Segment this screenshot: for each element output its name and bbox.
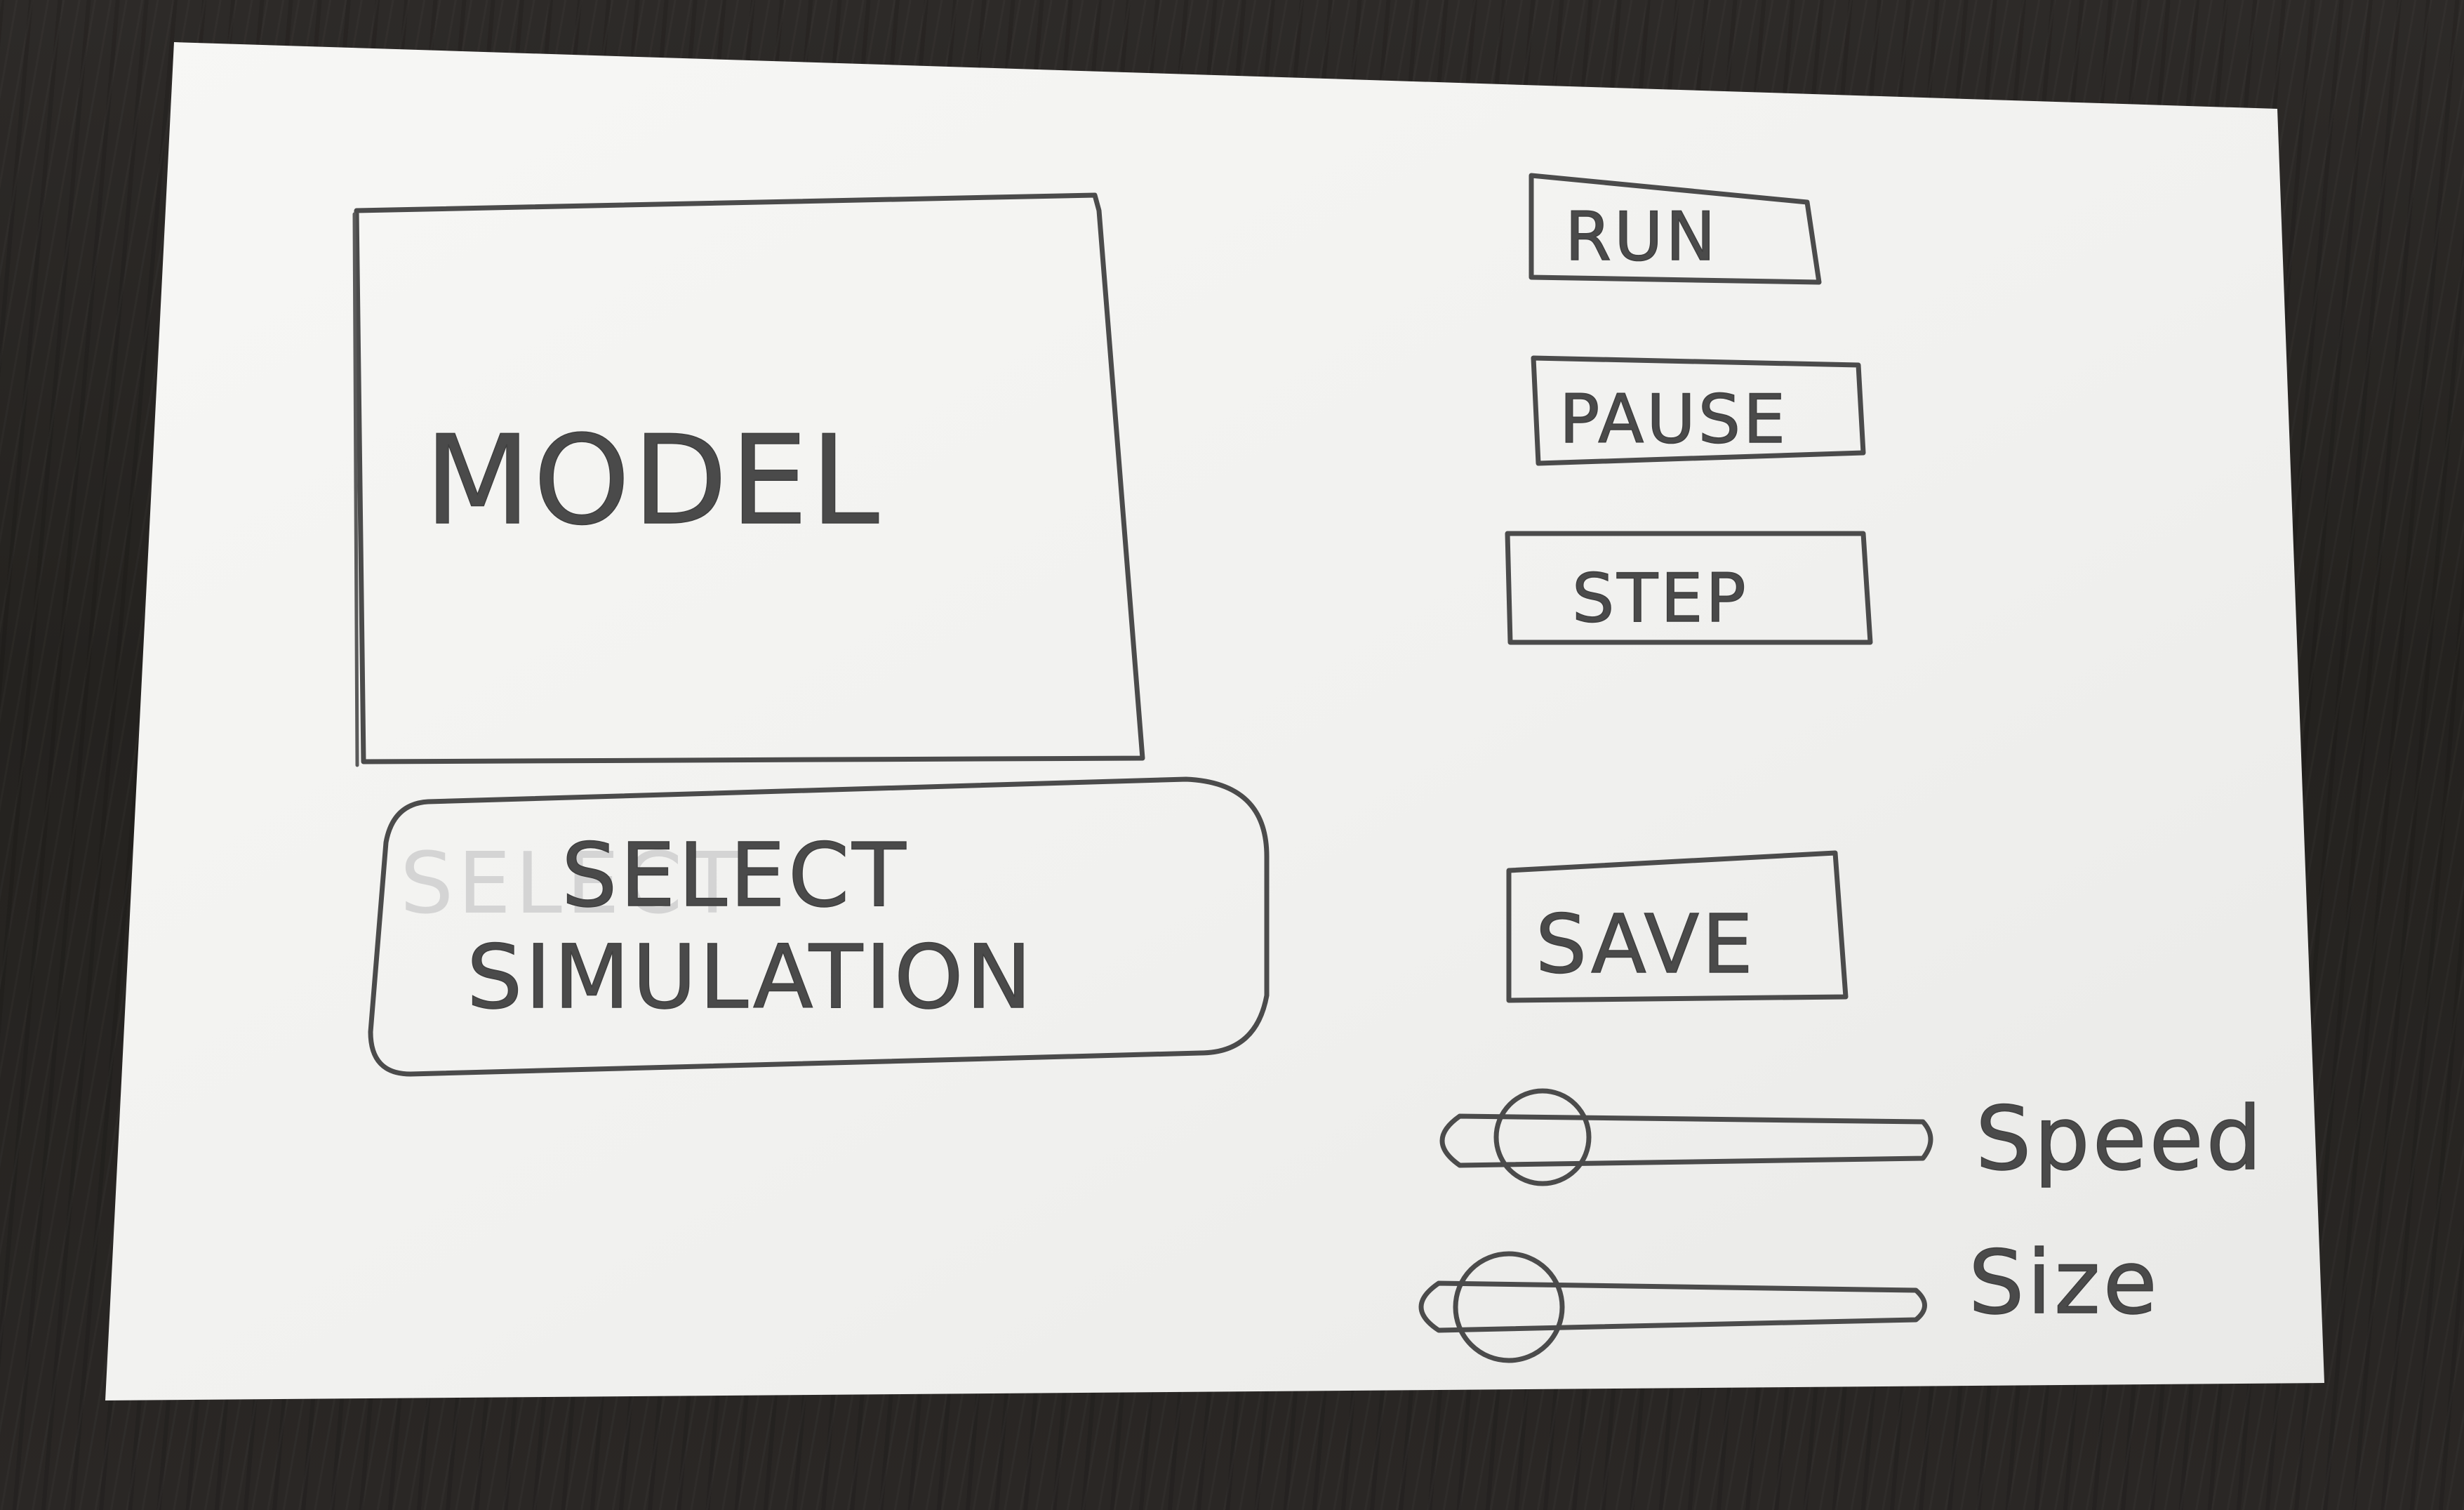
size-slider-thumb[interactable] xyxy=(1453,1251,1565,1363)
pause-label: PAUSE xyxy=(1559,381,1788,458)
save-button[interactable]: SAVE xyxy=(1506,850,1849,1003)
model-label: MODEL xyxy=(425,410,882,552)
select-simulation-label-line1: SELECT xyxy=(561,825,909,927)
speed-slider-thumb[interactable] xyxy=(1493,1088,1592,1186)
run-button[interactable]: RUN xyxy=(1529,173,1822,285)
size-slider-track xyxy=(1418,1280,1927,1333)
step-label: STEP xyxy=(1572,560,1749,637)
size-slider[interactable]: Size xyxy=(1418,1231,2160,1363)
speed-slider-track xyxy=(1439,1113,1933,1168)
paper-sheet xyxy=(105,42,2324,1400)
step-button[interactable]: STEP xyxy=(1505,531,1873,645)
size-label: Size xyxy=(1969,1232,2160,1334)
select-simulation-button[interactable]: SELECT SIMULATION xyxy=(368,776,1270,1077)
speed-label: Speed xyxy=(1976,1088,2265,1190)
erased-text: SELECT xyxy=(400,835,742,933)
speed-slider[interactable]: Speed xyxy=(1439,1087,2265,1191)
model-panel: MODEL xyxy=(352,192,1145,767)
pause-button[interactable]: PAUSE xyxy=(1531,355,1866,466)
run-label: RUN xyxy=(1565,199,1719,276)
save-label: SAVE xyxy=(1536,898,1756,992)
select-simulation-label-line2: SIMULATION xyxy=(467,927,1034,1028)
